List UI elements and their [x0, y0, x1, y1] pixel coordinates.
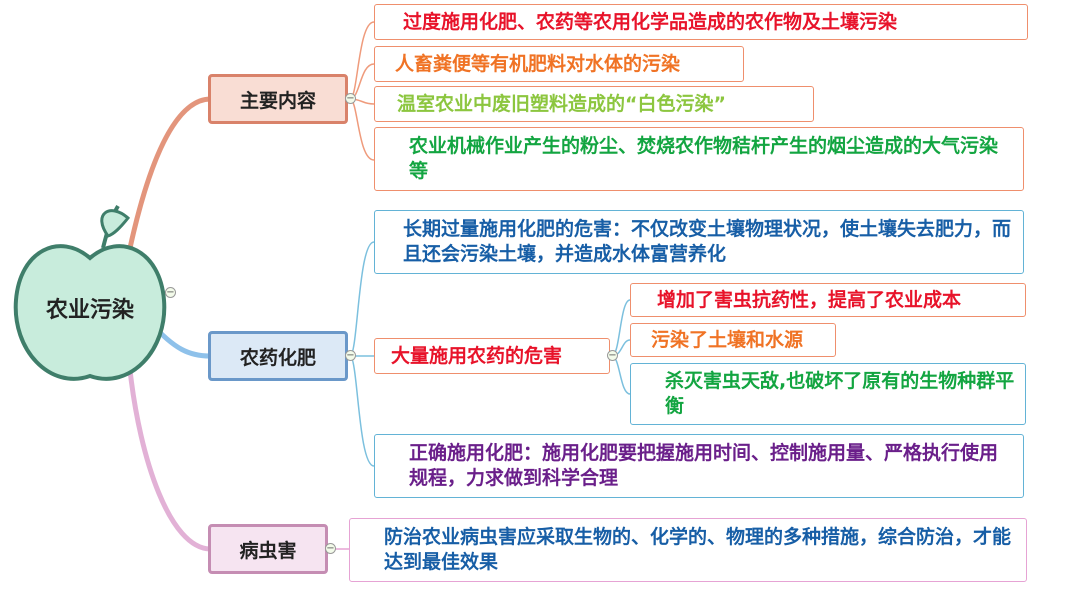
subtopic-ecological-balance[interactable]: 杀灭害虫天敌,也破坏了原有的生物种群平衡	[630, 363, 1026, 425]
collapse-toggle-icon[interactable]: −	[345, 93, 356, 104]
branch-node-pest-disease[interactable]: 病虫害	[208, 524, 328, 574]
topic-white-pollution[interactable]: 温室农业中废旧塑料造成的“白色污染”	[374, 86, 814, 122]
collapse-toggle-icon[interactable]: −	[345, 350, 356, 361]
apple-icon	[13, 204, 167, 381]
collapse-toggle-icon[interactable]: −	[165, 287, 176, 298]
topic-pest-control[interactable]: 防治农业病虫害应采取生物的、化学的、物理的多种措施，综合防治，才能达到最佳效果	[349, 518, 1027, 582]
collapse-toggle-icon[interactable]: −	[607, 350, 618, 361]
branch-node-main-content[interactable]: 主要内容	[208, 74, 348, 124]
subtopic-soil-water[interactable]: 污染了土壤和水源	[630, 323, 836, 357]
topic-manure-pollution[interactable]: 人畜粪便等有机肥料对水体的污染	[374, 46, 744, 82]
topic-correct-fertilizer-use[interactable]: 正确施用化肥：施用化肥要把握施用时间、控制施用量、严格执行使用规程，力求做到科学…	[374, 434, 1024, 498]
branch-node-pesticide-fertilizer[interactable]: 农药化肥	[208, 331, 348, 381]
branch-connector-pest	[127, 369, 211, 552]
topic-pesticide-harm[interactable]: 大量施用农药的危害	[374, 338, 610, 374]
topic-air-pollution[interactable]: 农业机械作业产生的粉尘、焚烧农作物秸杆产生的烟尘造成的大气污染等	[374, 127, 1024, 191]
branch-connector-main	[127, 96, 211, 249]
subtopic-resistance-cost[interactable]: 增加了害虫抗药性，提高了农业成本	[630, 283, 1026, 317]
topic-fertilizer-harm[interactable]: 长期过量施用化肥的危害：不仅改变土壤物理状况，使土壤失去肥力，而且还会污染土壤，…	[374, 210, 1024, 274]
topic-chemical-pollution[interactable]: 过度施用化肥、农药等农用化学品造成的农作物及土壤污染	[374, 4, 1028, 40]
root-node-label: 农业污染	[45, 298, 134, 323]
collapse-toggle-icon[interactable]: −	[325, 543, 336, 554]
